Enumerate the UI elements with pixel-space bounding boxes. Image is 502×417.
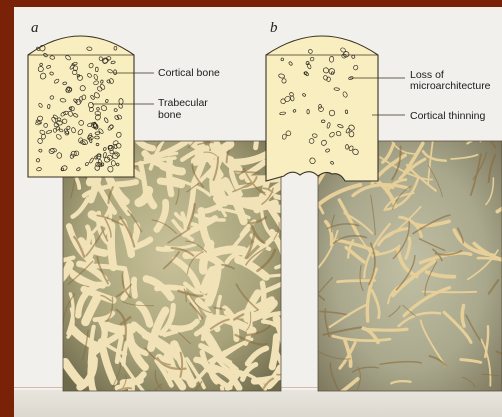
label-bone: bone [158, 109, 181, 121]
trabecula [134, 280, 135, 296]
trabecula [108, 326, 132, 330]
trabecula [111, 226, 113, 268]
trabecula [255, 112, 257, 147]
label-microarchitecture: microarchitecture [410, 80, 491, 92]
trabecula [470, 125, 481, 142]
label-cortical-bone: Cortical bone [158, 67, 220, 79]
label-trabecular: Trabecular [158, 97, 208, 109]
trabecula [462, 306, 464, 327]
trabecula [222, 387, 233, 414]
trabecula [285, 181, 323, 213]
trabecula [158, 249, 173, 250]
trabecula [86, 266, 125, 269]
panel-letter-b: b [270, 20, 278, 37]
trabecula [278, 209, 317, 219]
panel-letter-a: a [31, 20, 39, 37]
trabecula [118, 182, 136, 184]
trabecula [279, 326, 302, 360]
trabecula [276, 196, 292, 198]
trabecula [423, 292, 477, 293]
label-cortical-thinning: Cortical thinning [410, 110, 485, 122]
trabecula [338, 280, 375, 281]
trabecula [367, 329, 407, 330]
